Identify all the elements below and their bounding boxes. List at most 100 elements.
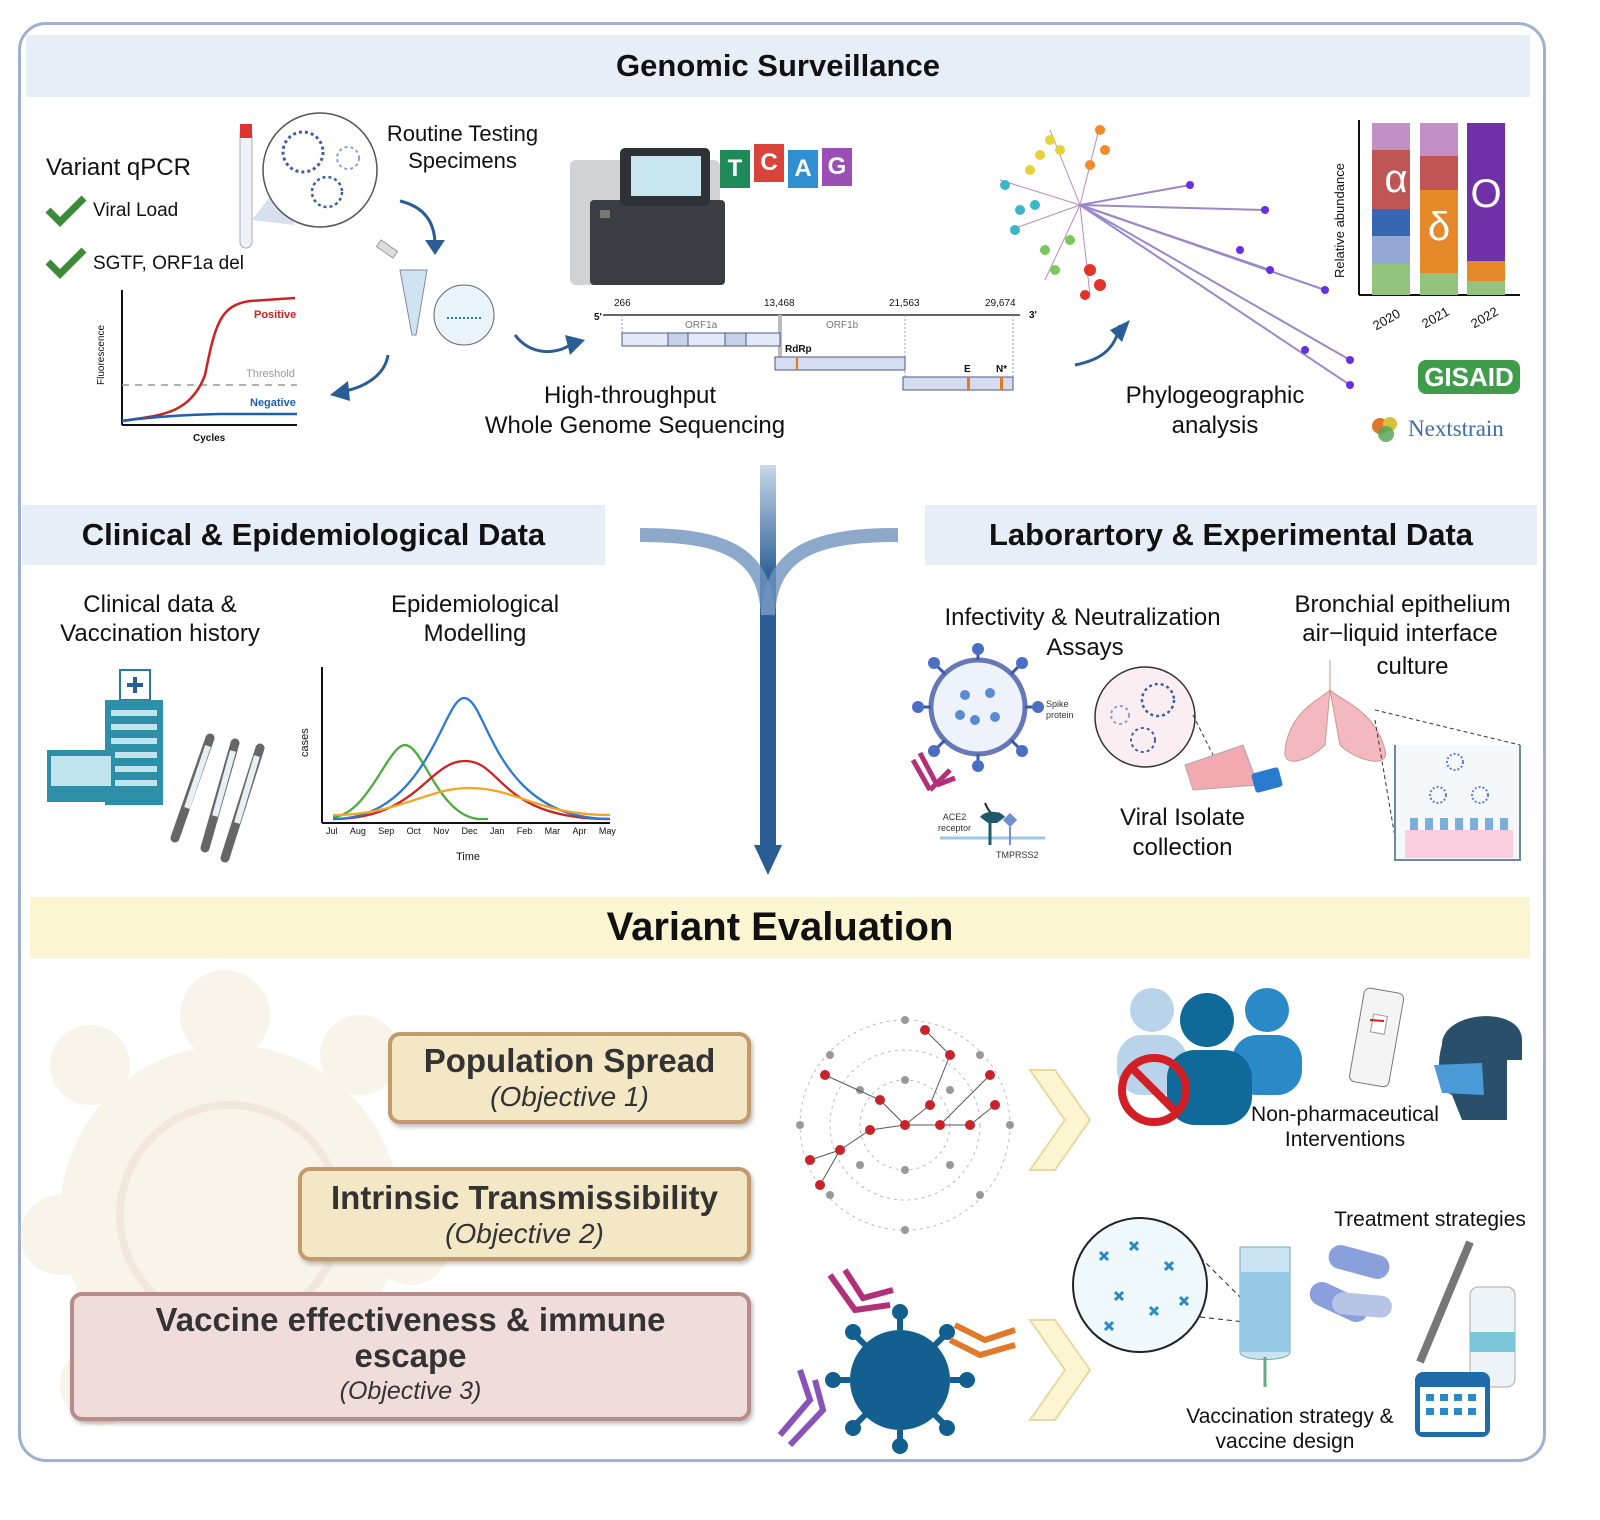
- pill-icons: [1309, 1245, 1392, 1323]
- bar-2021: [1420, 123, 1458, 295]
- objective-2-title: Intrinsic Transmissibility: [331, 1179, 718, 1216]
- objective-3-box: Vaccine effectiveness & immune escape (O…: [70, 1292, 751, 1421]
- month-tick: Mar: [544, 826, 561, 836]
- check-sgtf: SGTF, ORF1a del: [93, 253, 244, 274]
- nextstrain-logo: Nextstrain: [1408, 416, 1504, 441]
- ace2-receptor-icon: [980, 811, 1005, 823]
- month-tick: Apr: [572, 826, 587, 836]
- bar-2022: [1467, 123, 1505, 295]
- bar-2020: [1372, 123, 1410, 295]
- syringe-icon: [1416, 1240, 1474, 1364]
- check-viral-load: Viral Load: [93, 200, 179, 221]
- phylo-label-2: analysis: [1171, 412, 1259, 439]
- sequencing-label-1: High-throughput: [543, 382, 717, 409]
- section-title-lab: Laborartory & Experimental Data: [925, 505, 1537, 565]
- chevron-right-icon: [1028, 1069, 1092, 1171]
- prohibited-icon: [1118, 1054, 1190, 1126]
- month-tick: Dec: [461, 826, 478, 836]
- month-tick: Jan: [489, 826, 505, 836]
- epi-xlabel: Time: [456, 851, 481, 863]
- month-tick: Nov: [433, 826, 450, 836]
- red-curve: [332, 759, 611, 821]
- nextstrain-logo-icon: [1372, 417, 1397, 442]
- objective-2-sub: (Objective 2): [445, 1218, 604, 1249]
- bronchial-label-2: air−liquid interface: [1302, 620, 1498, 647]
- pcr-tube-icon: [375, 239, 495, 346]
- gene-n: N*: [996, 364, 1008, 375]
- antibody-icon: [777, 1369, 827, 1448]
- base-c: C: [754, 144, 784, 182]
- hospital-icon: [47, 669, 265, 863]
- bronchial-label-3: culture: [1376, 653, 1449, 680]
- base-t: T: [720, 150, 750, 188]
- omicron-letter: O: [1470, 172, 1502, 216]
- abundance-ylabel: Relative abundance: [1332, 163, 1347, 278]
- lungs-icon: [1284, 660, 1386, 762]
- five-prime-label: 5': [594, 312, 602, 323]
- three-prime-label: 3': [1029, 310, 1037, 321]
- figure-frame: [18, 22, 1546, 1462]
- delta-letter: δ: [1427, 205, 1451, 249]
- virus-antibody-illustration: [777, 1268, 1016, 1454]
- orange-curve: [332, 786, 611, 817]
- blue-curve: [332, 696, 611, 821]
- phylogenetic-tree: [999, 124, 1354, 389]
- npi-illustration: [1117, 987, 1522, 1126]
- relative-abundance-chart: [1358, 120, 1520, 296]
- epi-modelling-label-2: Modelling: [423, 620, 527, 647]
- negative-label: Negative: [250, 397, 296, 409]
- treatment-illustration: [1072, 1217, 1516, 1437]
- clinical-data-label-2: Vaccination history: [60, 620, 260, 647]
- positive-label: Positive: [254, 309, 297, 321]
- section-title-evaluation: Variant Evaluation: [30, 897, 1530, 958]
- workflow-arrows: [330, 199, 585, 401]
- specimen-tube-icon: [239, 112, 378, 249]
- positive-curve: [121, 296, 296, 423]
- assays-label-2: Assays: [1046, 634, 1124, 661]
- transmission-network-icon: [796, 1016, 1014, 1234]
- gene-rdrp: RdRp: [785, 344, 812, 355]
- npi-label-1: Non-pharmaceutical: [1251, 1103, 1439, 1126]
- objective-1-title: Population Spread: [423, 1042, 716, 1079]
- check-icon: [45, 247, 87, 279]
- chevron-right-icon: [1028, 1319, 1092, 1421]
- antibody-icon: [948, 1322, 1016, 1359]
- month-tick: Feb: [516, 826, 533, 836]
- epi-modelling-label-1: Epidemiological: [390, 591, 560, 618]
- qpcr-curve-chart: [121, 290, 297, 426]
- objective-3-title: Vaccine effectiveness & immune escape: [155, 1301, 666, 1374]
- gene-orf1a: ORF1a: [685, 320, 718, 331]
- qpcr-title: Variant qPCR: [46, 154, 191, 181]
- npi-label-2: Interventions: [1284, 1128, 1406, 1151]
- epi-ylabel: cases: [299, 728, 311, 757]
- gene-e: E: [964, 364, 971, 375]
- sequencing-label-2: Whole Genome Sequencing: [484, 412, 786, 439]
- antibody-icon: [827, 1268, 894, 1314]
- month-tick: Jul: [326, 826, 338, 836]
- virus-receptor-illustration: [910, 643, 1045, 845]
- objective-3-sub: (Objective 3): [339, 1377, 482, 1405]
- isolate-label-1: Viral Isolate: [1120, 804, 1245, 831]
- section-title-clinical: Clinical & Epidemiological Data: [22, 505, 605, 565]
- gisaid-logo: GISAID: [1418, 360, 1520, 394]
- viral-isolate-flask-icon: [1094, 666, 1283, 793]
- threshold-label: Threshold: [246, 368, 295, 380]
- genome-map: [603, 314, 1020, 391]
- month-tick: Sep: [378, 826, 395, 836]
- base-g: G: [822, 148, 852, 186]
- treatment-label: Treatment strategies: [1334, 1208, 1526, 1231]
- pos-29674: 29,674: [985, 298, 1016, 309]
- phylo-label-1: Phylogeographic: [1125, 382, 1305, 409]
- base-a: A: [788, 150, 818, 188]
- alpha-letter: α: [1384, 157, 1408, 201]
- rapid-test-icon: [1349, 987, 1405, 1088]
- month-tick: May: [598, 826, 616, 836]
- qpcr-ylabel: Fluorescence: [96, 324, 107, 385]
- merge-arrow: [639, 465, 899, 875]
- month-tick: Aug: [349, 826, 366, 836]
- pos-266: 266: [614, 298, 631, 309]
- pos-13468: 13,468: [764, 298, 795, 309]
